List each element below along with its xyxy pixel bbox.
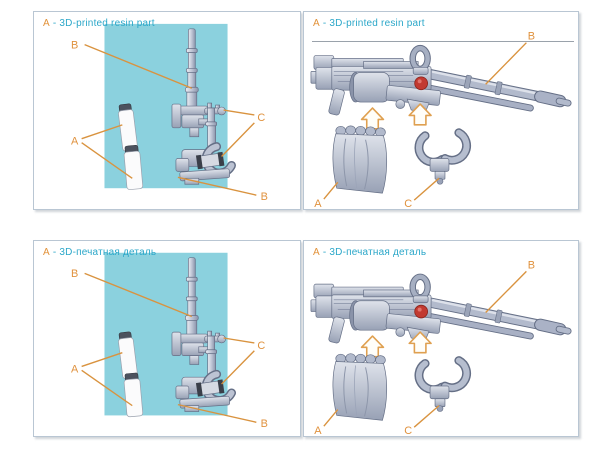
pintle-post-part bbox=[171, 257, 210, 365]
gun-receiver bbox=[310, 273, 441, 344]
ammo-pouch-part bbox=[332, 353, 387, 421]
gun-assembly-illustration: B A C bbox=[310, 31, 572, 209]
panel-bottom-left: A- 3D-печатная деталь bbox=[33, 240, 301, 437]
callout-lines bbox=[323, 270, 527, 428]
gun-receiver bbox=[310, 44, 441, 116]
illustration-slot: B A C bbox=[304, 12, 578, 209]
callout-lines bbox=[323, 42, 527, 201]
callout-label-b2: B bbox=[261, 418, 268, 430]
callout-label-a: A bbox=[314, 198, 322, 209]
illustration-slot: B A C B bbox=[34, 12, 300, 209]
clamp-fork-part bbox=[414, 356, 472, 412]
callout-label-c: C bbox=[257, 112, 265, 124]
header-text: - 3D-печатная деталь bbox=[322, 247, 427, 258]
gun-drum bbox=[353, 300, 390, 331]
header-text: - 3D-printed resin part bbox=[322, 18, 425, 29]
header-key: A bbox=[43, 247, 50, 258]
callout-label-a: A bbox=[71, 363, 79, 375]
callout-label-b: B bbox=[528, 259, 535, 271]
header-text: - 3D-printed resin part bbox=[52, 18, 155, 29]
panel-top-right: A- 3D-printed resin part bbox=[303, 11, 579, 210]
callout-label-c: C bbox=[404, 425, 412, 436]
panel-header: A- 3D-printed resin part bbox=[313, 18, 425, 29]
callout-label-b: B bbox=[71, 40, 78, 52]
assembly-arrows bbox=[360, 103, 432, 130]
gun-barrel bbox=[421, 297, 572, 340]
lower-mount-part bbox=[175, 335, 236, 412]
gun-barrel bbox=[421, 69, 572, 112]
header-divider bbox=[312, 41, 574, 42]
gun-grip bbox=[328, 88, 345, 116]
callout-label-c: C bbox=[257, 340, 265, 352]
header-text: - 3D-печатная деталь bbox=[52, 247, 157, 258]
callout-label-b: B bbox=[528, 31, 535, 43]
callout-lines bbox=[81, 272, 257, 423]
clamp-fork-part bbox=[414, 128, 472, 185]
red-knob-part bbox=[414, 76, 428, 91]
panel-header: A- 3D-печатная деталь bbox=[313, 247, 426, 258]
assembly-arrows bbox=[360, 331, 432, 358]
resin-parts-illustration: B A C B bbox=[71, 252, 268, 430]
callout-label-c: C bbox=[404, 198, 412, 209]
panel-bottom-right: A- 3D-печатная деталь bbox=[303, 240, 579, 437]
panel-header: A- 3D-печатная деталь bbox=[43, 247, 156, 258]
callout-label-b2: B bbox=[261, 191, 268, 203]
ammo-pouch-part bbox=[332, 125, 387, 194]
header-key: A bbox=[313, 18, 320, 29]
pintle-post-part bbox=[171, 28, 210, 138]
up-arrow bbox=[360, 107, 385, 130]
up-arrow bbox=[408, 331, 432, 354]
white-cylinder-part bbox=[118, 103, 138, 152]
resin-parts-illustration: B A C B bbox=[71, 23, 268, 203]
gun-drum bbox=[353, 72, 390, 103]
illustration-slot: B A C B bbox=[34, 241, 300, 436]
up-arrow bbox=[408, 103, 432, 126]
white-cylinder-part bbox=[123, 372, 144, 418]
up-arrow bbox=[360, 335, 385, 358]
callout-label-a: A bbox=[314, 425, 322, 436]
callout-lines bbox=[81, 44, 257, 196]
white-cylinder-part bbox=[123, 145, 144, 190]
gun-grip bbox=[328, 316, 345, 344]
callout-label-b: B bbox=[71, 268, 78, 280]
header-key: A bbox=[43, 18, 50, 29]
gun-assembly-illustration: B A C bbox=[310, 259, 572, 436]
illustration-slot: B A C bbox=[304, 241, 578, 436]
panel-top-left: A- 3D-printed resin part bbox=[33, 11, 301, 210]
callout-label-a: A bbox=[71, 136, 79, 148]
header-key: A bbox=[313, 247, 320, 258]
panel-header: A- 3D-printed resin part bbox=[43, 18, 155, 29]
red-knob-part bbox=[414, 304, 428, 319]
